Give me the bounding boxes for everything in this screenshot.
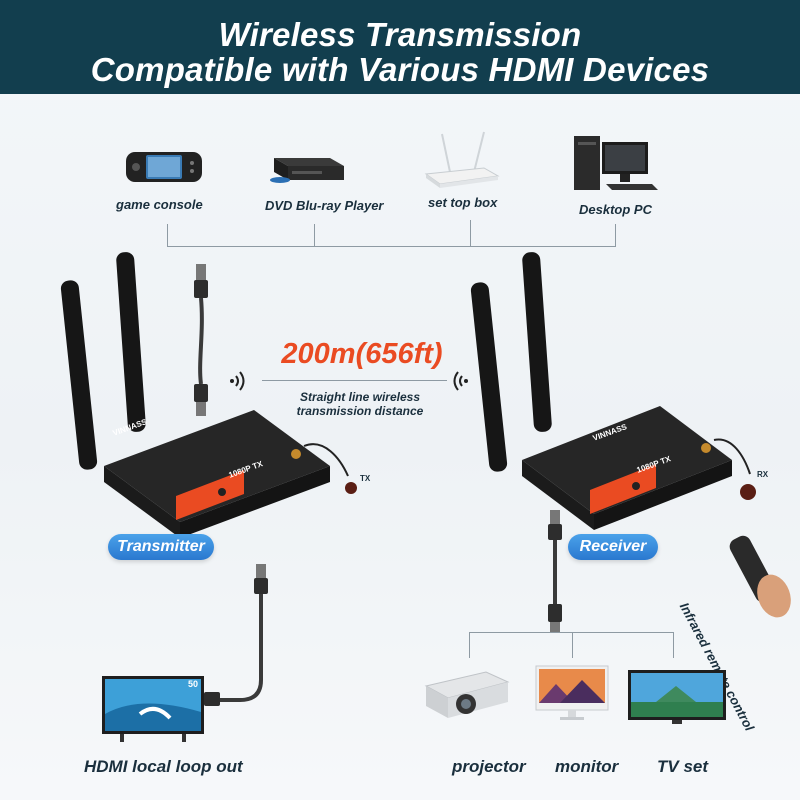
header-title-line2: Compatible with Various HDMI Devices: [90, 51, 710, 88]
desktop-pc-icon: [574, 136, 658, 190]
distance-value: 200m(656ft): [281, 338, 443, 370]
source-drop-3: [470, 220, 471, 246]
game-console-icon: [126, 152, 202, 182]
output-label-projector: projector: [452, 757, 526, 776]
transmitter-label: Transmitter: [108, 534, 214, 560]
header-title-line1: Wireless Transmission: [218, 16, 582, 53]
transmitter-device: [60, 252, 357, 538]
source-drop-4: [615, 224, 616, 246]
source-label-desktop-pc: Desktop PC: [579, 202, 652, 217]
output-drop-2: [572, 632, 573, 658]
output-drop-1: [469, 632, 470, 658]
bluray-player-icon: [270, 158, 344, 183]
hdmi-cable-input: [194, 264, 208, 416]
distance-caption-line2: transmission distance: [296, 404, 424, 418]
source-label-bluray: DVD Blu-ray Player: [265, 198, 384, 213]
projector-icon: [424, 671, 510, 718]
source-label-set-top-box: set top box: [428, 195, 498, 210]
tv-set-icon: [628, 670, 726, 724]
source-bus-line: [167, 246, 616, 247]
source-label-game-console: game console: [116, 197, 203, 212]
receiver-tag: RX: [757, 470, 769, 479]
loop-out-tv-number: 50: [188, 679, 199, 689]
output-bus-line: [469, 632, 673, 633]
receiver-device: [470, 252, 756, 530]
hdmi-cable-output: [548, 510, 562, 632]
remote-control-icon: [729, 535, 791, 618]
loop-out-tv-icon: [102, 676, 204, 742]
wifi-signal-left-icon: [230, 371, 245, 391]
distance-caption: Straight line wireless transmission dist…: [270, 390, 450, 418]
distance-caption-line1: Straight line wireless: [299, 390, 421, 404]
monitor-icon: [535, 665, 609, 720]
source-drop-2: [314, 224, 315, 246]
header-banner: Wireless Transmission Compatible with Va…: [0, 0, 800, 94]
hdmi-cable-loop: [204, 564, 268, 706]
output-label-tv-set: TV set: [657, 757, 709, 776]
set-top-box-icon: [424, 131, 500, 188]
distance-line: [262, 380, 447, 381]
output-drop-3: [673, 632, 674, 658]
source-drop-1: [167, 224, 168, 246]
receiver-label: Receiver: [568, 534, 658, 560]
wifi-signal-right-icon: [453, 371, 468, 391]
loop-out-label: HDMI local loop out: [84, 757, 243, 776]
transmitter-tag: TX: [360, 474, 371, 483]
output-label-monitor: monitor: [555, 757, 619, 776]
